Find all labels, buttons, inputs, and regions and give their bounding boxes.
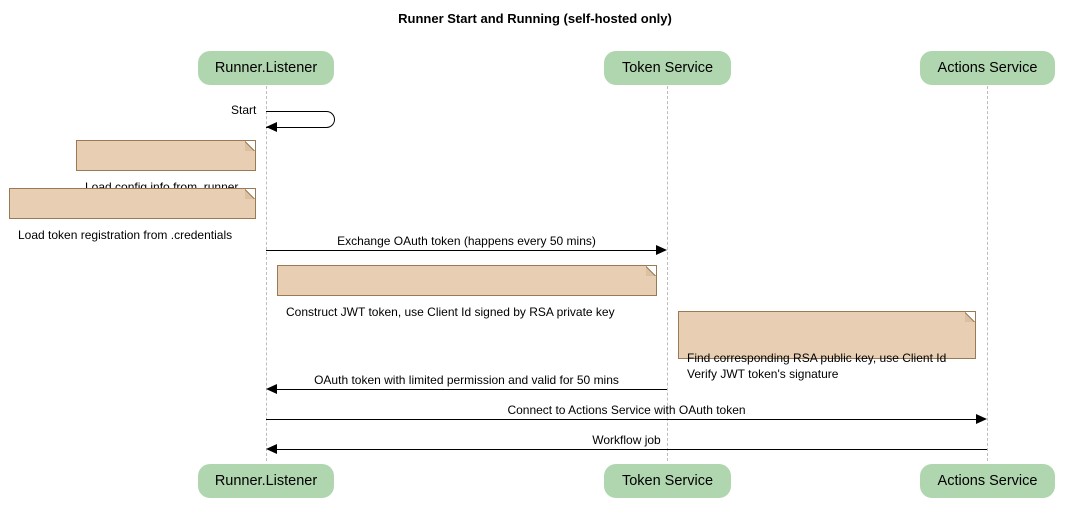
- message-label-connect-to-actions-service: Connect to Actions Service with OAuth to…: [507, 403, 746, 417]
- participant-token-header[interactable]: Token Service: [604, 51, 731, 85]
- message-line-oauth-token-reply: [277, 389, 667, 390]
- message-selfloop-start: [266, 111, 335, 128]
- message-arrowhead-workflow-job: [266, 444, 277, 454]
- note-fold-corner-icon: [646, 265, 657, 276]
- participant-token-header-label: Token Service: [621, 60, 714, 76]
- message-label-oauth-token-reply: OAuth token with limited permission and …: [314, 373, 619, 387]
- message-line-workflow-job: [277, 449, 987, 450]
- note-verify-jwt-token: Find corresponding RSA public key, use C…: [678, 311, 976, 381]
- note-fold-corner-icon: [245, 188, 256, 199]
- message-line-connect-to-actions-service: [266, 419, 976, 420]
- note-load-token-registration: Load token registration from .credential…: [9, 188, 256, 242]
- lifeline-runner: [266, 86, 267, 461]
- participant-runner-footer-label: Runner.Listener: [214, 473, 318, 489]
- note-load-token-registration-text: Load token registration from .credential…: [18, 228, 233, 242]
- participant-runner-header-label: Runner.Listener: [214, 60, 318, 76]
- message-label-exchange-oauth-token: Exchange OAuth token (happens every 50 m…: [337, 234, 596, 248]
- note-fold-corner-icon: [965, 311, 976, 322]
- diagram-title: Runner Start and Running (self-hosted on…: [398, 11, 672, 26]
- message-arrowhead-start: [266, 122, 277, 132]
- lifeline-token: [667, 86, 668, 461]
- message-arrowhead-exchange-oauth-token: [656, 245, 667, 255]
- participant-runner-footer[interactable]: Runner.Listener: [198, 464, 334, 498]
- participant-actions-header-label: Actions Service: [937, 60, 1038, 76]
- participant-runner-header[interactable]: Runner.Listener: [198, 51, 334, 85]
- participant-actions-header[interactable]: Actions Service: [920, 51, 1055, 85]
- message-arrowhead-connect-to-actions-service: [976, 414, 987, 424]
- message-label-workflow-job: Workflow job: [592, 433, 661, 447]
- message-label-start: Start: [231, 103, 257, 117]
- note-construct-jwt-token-text: Construct JWT token, use Client Id signe…: [286, 305, 615, 319]
- participant-token-footer[interactable]: Token Service: [604, 464, 731, 498]
- participant-token-footer-label: Token Service: [621, 473, 714, 489]
- message-arrowhead-oauth-token-reply: [266, 384, 277, 394]
- lifeline-actions: [987, 86, 988, 461]
- note-construct-jwt-token: Construct JWT token, use Client Id signe…: [277, 265, 657, 319]
- participant-actions-footer[interactable]: Actions Service: [920, 464, 1055, 498]
- participant-actions-footer-label: Actions Service: [937, 473, 1038, 489]
- note-verify-jwt-token-text: Find corresponding RSA public key, use C…: [687, 351, 947, 381]
- note-fold-corner-icon: [245, 140, 256, 151]
- note-load-config: Load config info from .runner: [76, 140, 256, 194]
- message-line-exchange-oauth-token: [266, 250, 656, 251]
